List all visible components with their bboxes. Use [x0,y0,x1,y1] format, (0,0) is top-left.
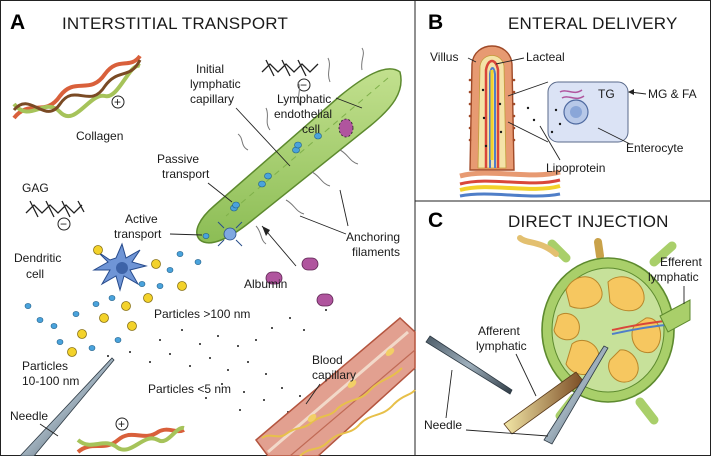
initial-lymphatic-capillary [196,47,402,245]
blood-capillary-leader [305,383,321,405]
particles-mid [24,251,202,351]
active-transport-cell [217,221,243,247]
particles-mid-label-2: 10-100 nm [22,374,79,388]
albumin-label: Albumin [244,277,287,291]
particles-small [107,309,365,421]
panel-b-title: ENTERAL DELIVERY [508,14,677,33]
initial-capillary-label-1: Initial [196,62,224,76]
anchoring-leader-1 [339,189,349,227]
dendritic-cell [92,242,148,292]
collagen-bottom-charge-badge [115,417,129,431]
endothelial-nucleus [338,118,354,138]
anchoring-leader-2 [299,215,347,235]
gag-label: GAG [22,181,49,195]
lipoprotein-leader [539,125,561,161]
passive-label-2: transport [162,167,210,181]
panel-a-letter: A [10,11,25,34]
villus [468,45,516,171]
passive-particle [294,141,302,149]
needle-c-leader-2 [465,429,549,437]
villus-leader [467,57,477,63]
needle-c-leader-1 [445,369,453,419]
collagen-charge-badge [111,95,125,109]
lacteal-leader [495,57,525,65]
panel-c-title: DIRECT INJECTION [508,212,669,231]
passive-leader [207,182,233,203]
particles-large-label: Particles >100 nm [154,307,250,321]
blood-capillary-label-2: capillary [312,368,356,382]
tg-label: TG [598,87,615,101]
initial-capillary-label-2: lymphatic [190,77,241,91]
dendritic-label-1: Dendritic [14,251,61,265]
albumin-arrowhead [262,226,270,236]
lec-leader [335,97,363,109]
lacteal-label: Lacteal [526,50,565,64]
collagen-plus-sign: + [114,95,121,109]
lipoprotein-label: Lipoprotein [546,161,605,175]
gag-top-charge-badge [297,78,311,92]
panel-a: A INTERSTITIAL TRANSPORT + Collagen GAG … [10,11,416,456]
panel-b: B ENTERAL DELIVERY [428,11,697,198]
active-particle [202,233,210,239]
needle-afferent [425,335,513,395]
lec-label-3: cell [302,122,320,136]
passive-label-1: Passive [157,152,199,166]
gag-molecule-top [261,59,319,77]
gag-top-minus-sign: − [300,78,307,92]
panel-c: C DIRECT INJECTION [424,209,702,445]
particles-mid-label-1: Particles [22,359,68,373]
gag-minus-sign: − [60,217,67,231]
needle-label: Needle [10,409,48,423]
collagen-fiber-bottom [76,425,185,454]
collagen-label: Collagen [76,129,123,143]
particles-large [67,245,187,357]
active-leader [169,233,203,236]
injection-needle [19,357,115,456]
panel-b-letter: B [428,11,443,34]
active-label-1: Active [125,212,158,226]
particles-small-label: Particles <5 nm [148,382,231,396]
mg-fa-label: MG & FA [648,87,697,101]
needle-c-label: Needle [424,418,462,432]
efferent-label-2: lymphatic [648,270,699,284]
needle-node [543,345,609,445]
anchoring-label-2: filaments [352,245,400,259]
active-label-2: transport [114,227,162,241]
blood-capillary [254,316,416,456]
afferent-label-1: Afferent [478,324,520,338]
initial-capillary-label-3: capillary [190,92,234,106]
passive-particle [232,201,240,209]
mg-fa-arrowhead [628,89,634,95]
afferent-label-2: lymphatic [476,339,527,353]
enterocyte-leader [597,127,631,145]
enterocyte-label: Enterocyte [626,141,684,155]
dendritic-label-2: cell [26,267,44,281]
passive-particle [258,180,266,188]
enterocyte [507,81,629,143]
efferent-label-1: Efferent [660,255,702,269]
collagen-bottom-plus-sign: + [118,417,125,431]
albumin-molecules [265,257,334,307]
afferent-leader [515,353,537,397]
panel-c-letter: C [428,209,443,232]
villus-label: Villus [430,50,458,64]
gag-charge-badge [57,217,71,231]
anchoring-label-1: Anchoring [346,230,400,244]
needle-leader [39,423,59,437]
lec-label-1: Lymphatic [277,92,331,106]
initial-capillary-leader [235,107,291,167]
collagen-fiber [12,54,142,120]
gag-molecule [25,200,85,218]
blood-capillary-label-1: Blood [312,353,343,367]
submucosa [459,169,561,198]
lec-label-2: endothelial [274,107,332,121]
panel-a-title: INTERSTITIAL TRANSPORT [62,14,288,33]
